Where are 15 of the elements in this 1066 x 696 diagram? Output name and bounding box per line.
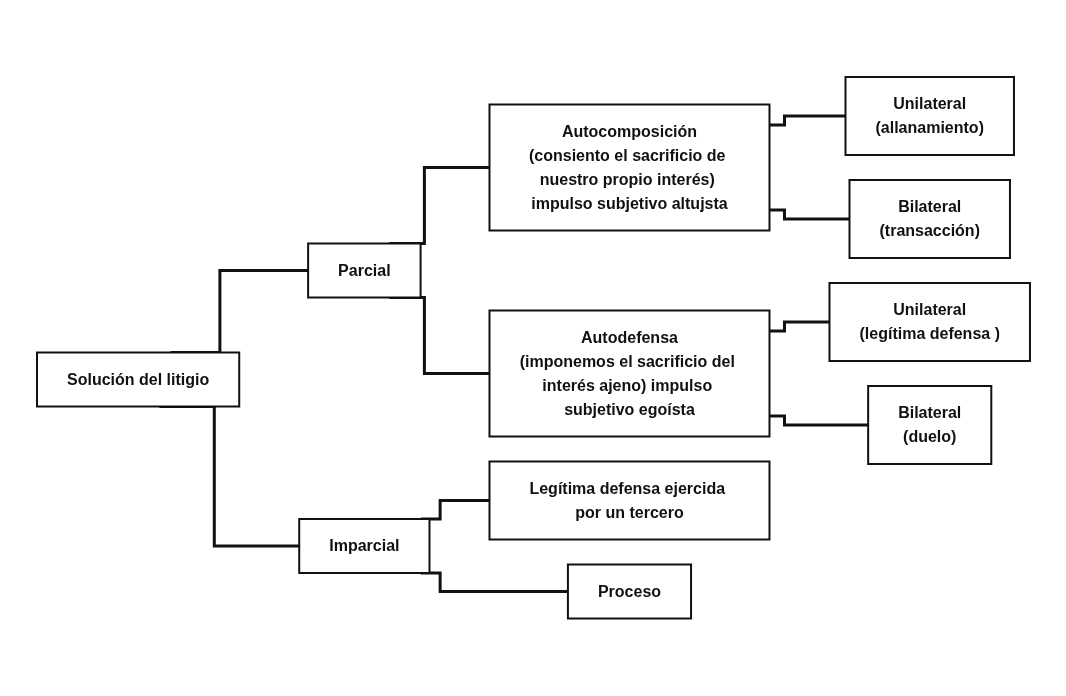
node-box: Autocomposición (consiento el sacrificio de nuestro propio interés) impulso subjetivo altujsta	[488, 103, 770, 232]
node-box: Autodefensa (imponemos el sacrificio del interés ajeno) impulso subjetivo egoísta	[488, 309, 770, 438]
connector	[769, 320, 829, 333]
node-box: Bilateral (transacción)	[848, 179, 1011, 260]
node-box: Bilateral (duelo)	[866, 385, 992, 466]
node-box: Parcial	[306, 242, 422, 299]
connector	[769, 414, 868, 427]
node-box: Unilateral (legítima defensa )	[828, 282, 1031, 363]
connector	[769, 208, 849, 221]
node-box: Imparcial	[297, 518, 430, 575]
node-box: Proceso	[566, 563, 692, 620]
node-box: Unilateral (allanamiento)	[844, 76, 1015, 157]
node-box: Solución del litigio	[35, 351, 240, 408]
node-box: Legítima defensa ejercida por un tercero	[488, 460, 770, 541]
connector	[769, 114, 845, 127]
